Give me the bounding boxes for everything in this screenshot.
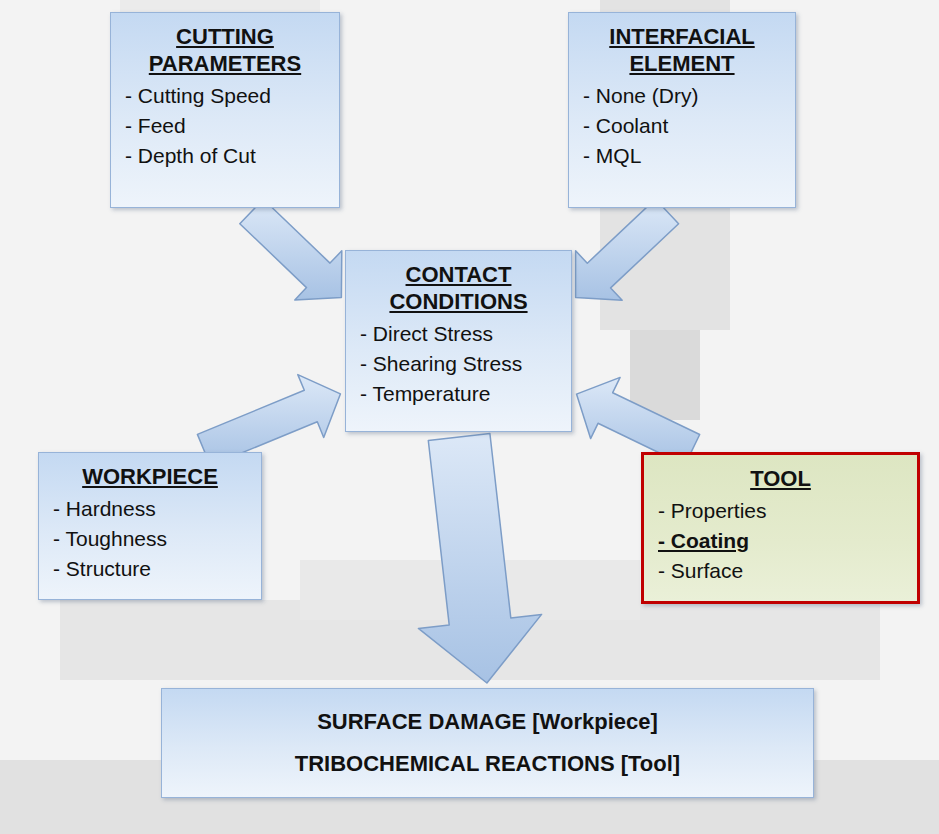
list-item: - Coating	[654, 526, 907, 556]
list-item: - Coolant	[579, 111, 785, 141]
list-item: - Surface	[654, 556, 907, 586]
process-box: CONTACT CONDITIONS - Direct Stress- Shear…	[345, 250, 572, 432]
list-item: - Properties	[654, 496, 907, 526]
list-item: - Toughness	[49, 524, 251, 554]
list-item: - Temperature	[356, 379, 561, 409]
input-box: CUTTING PARAMETERS - Cutting Speed- Feed-…	[110, 12, 340, 208]
list-item: - Shearing Stress	[356, 349, 561, 379]
list-item: - Hardness	[49, 494, 251, 524]
highlighted-box: TOOL - Properties- Coating- Surface	[641, 452, 920, 604]
list-item: - Feed	[121, 111, 329, 141]
block-arrow	[418, 434, 541, 684]
input-box: WORKPIECE - Hardness- Toughness- Structur…	[38, 452, 262, 600]
box-heading: TOOL	[656, 465, 906, 492]
list-item: - Direct Stress	[356, 319, 561, 349]
list-item: - Depth of Cut	[121, 141, 329, 171]
box-heading: WORKPIECE	[50, 463, 250, 490]
block-arrow	[240, 199, 342, 300]
result-text: TRIBOCHEMICAL REACTIONS [Tool]	[172, 750, 803, 778]
input-box: INTERFACIAL ELEMENT - None (Dry)- Coolant…	[568, 12, 796, 208]
box-heading: CONTACT CONDITIONS	[374, 261, 544, 315]
result-text: SURFACE DAMAGE [Workpiece]	[172, 708, 803, 736]
box-heading: INTERFACIAL ELEMENT	[597, 23, 767, 77]
result-box: SURFACE DAMAGE [Workpiece] TRIBOCHEMICAL …	[161, 688, 814, 798]
list-item: - Cutting Speed	[121, 81, 329, 111]
box-heading: CUTTING PARAMETERS	[140, 23, 310, 77]
block-arrow	[576, 199, 679, 300]
list-item: - Structure	[49, 554, 251, 584]
list-item: - None (Dry)	[579, 81, 785, 111]
list-item: - MQL	[579, 141, 785, 171]
